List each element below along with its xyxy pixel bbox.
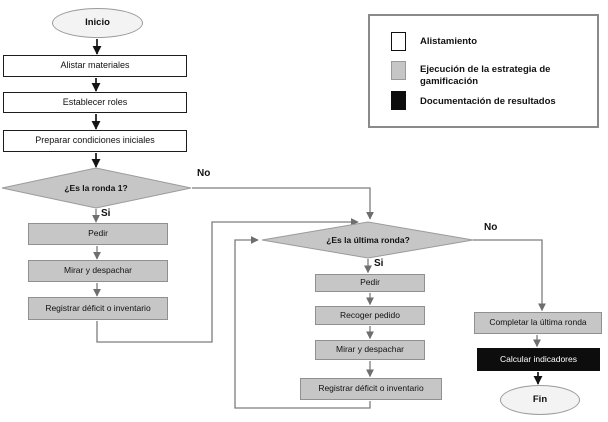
legend-swatch-alistamiento [391,32,406,51]
decision-ultima-ronda-label: ¿Es la última ronda? [326,235,410,245]
process-establecer-roles: Establecer roles [3,92,187,113]
legend-label-documentacion: Documentación de resultados [420,96,556,107]
edge-label-si-2: Si [374,258,384,269]
process-alistar-materiales: Alistar materiales [3,55,187,77]
edge-decision1-no-decision2 [192,187,374,220]
edge-registrar1-decision2 [96,218,359,343]
end-terminator: Fin [500,385,580,415]
decision-ronda1-shape [1,167,192,209]
legend-swatch-ejecucion [391,61,406,80]
process-mirar-despachar-2: Mirar y despachar [315,340,425,360]
legend-box: Alistamiento Ejecución de la estrategia … [368,14,599,128]
process-completar-ultima-ronda: Completar la última ronda [474,312,602,334]
decision-ronda1-label: ¿Es la ronda 1? [64,183,128,193]
edge-label-no-1: No [197,168,211,179]
process-registrar-deficit-2: Registrar déficit o inventario [300,378,442,400]
edge-label-no-2: No [484,222,498,233]
process-pedir-2: Pedir [315,274,425,292]
decision-ultima-ronda-shape [261,221,474,259]
legend-label-alistamiento: Alistamiento [420,36,478,47]
process-mirar-despachar-1: Mirar y despachar [28,260,168,282]
process-preparar-condiciones: Preparar condiciones iniciales [3,130,187,152]
start-terminator: Inicio [52,8,143,38]
legend-label-ejecucion: Ejecución de la estrategia de gamificaci… [420,64,551,88]
process-pedir-1: Pedir [28,223,168,245]
edge-registrar2-loop-decision2 [234,236,371,409]
process-registrar-deficit-1: Registrar déficit o inventario [28,297,168,320]
legend-swatch-documentacion [391,91,406,110]
process-recoger-pedido: Recoger pedido [315,306,425,325]
process-calcular-indicadores: Calcular indicadores [477,348,600,371]
edge-label-si-1: Si [101,208,111,219]
edge-decision2-no-completar [473,239,546,312]
